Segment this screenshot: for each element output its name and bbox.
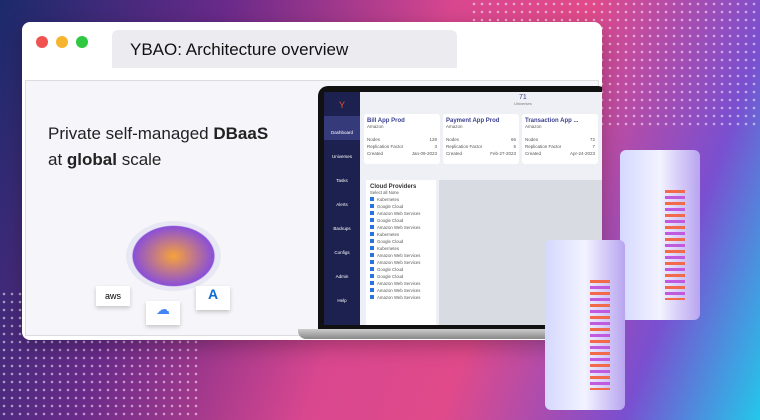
hero-headline: Private self-managed DBaaS at global sca… [48, 124, 269, 169]
database-illustration [126, 221, 221, 291]
provider-checkbox[interactable]: Google Cloud [370, 218, 432, 223]
provider-checkbox[interactable]: Kubernetes [370, 197, 432, 202]
hero-image: Private self-managed DBaaS at global sca… [25, 80, 602, 339]
provider-checkbox[interactable]: Amazon Web Services [370, 260, 432, 265]
provider-checkbox[interactable]: Amazon Web Services [370, 253, 432, 258]
provider-checkbox[interactable]: Kubernetes [370, 246, 432, 251]
sidebar-item-backups[interactable]: Backups [333, 226, 351, 231]
select-all-link[interactable]: Select all None [370, 190, 399, 195]
laptop-base [298, 329, 602, 339]
cloud-providers-panel: Cloud Providers Select all None Kubernet… [366, 180, 436, 325]
server-illustration [620, 150, 700, 320]
server-lights [590, 280, 610, 390]
provider-checkbox[interactable]: Google Cloud [370, 204, 432, 209]
google-cloud-logo: ☁ [146, 301, 180, 325]
maximize-button[interactable] [76, 36, 88, 48]
sidebar-item-alerts[interactable]: Alerts [336, 202, 348, 207]
logo-icon: Y [338, 100, 345, 110]
sidebar-item-configs[interactable]: Configs [334, 250, 350, 255]
sidebar: Y Dashboard Universes Tasks Alerts Backu… [324, 92, 360, 325]
provider-checkbox[interactable]: Amazon Web Services [370, 225, 432, 230]
provider-checkbox[interactable]: Google Cloud [370, 274, 432, 279]
provider-checkbox[interactable]: Kubernetes [370, 232, 432, 237]
provider-checkbox[interactable]: Google Cloud [370, 267, 432, 272]
provider-checkbox[interactable]: Google Cloud [370, 239, 432, 244]
close-button[interactable] [36, 36, 48, 48]
provider-checkbox[interactable]: Amazon Web Services [370, 295, 432, 300]
provider-checkbox[interactable]: Amazon Web Services [370, 211, 432, 216]
sidebar-item-help[interactable]: Help [337, 298, 347, 303]
azure-logo: A [196, 286, 230, 310]
server-illustration [545, 240, 625, 410]
provider-checkbox[interactable]: Amazon Web Services [370, 281, 432, 286]
sidebar-item-universes[interactable]: Universes [331, 154, 352, 159]
tab-title[interactable]: YBAO: Architecture overview [112, 30, 457, 68]
laptop: Y Dashboard Universes Tasks Alerts Backu… [318, 86, 602, 331]
provider-checkbox[interactable]: Amazon Web Services [370, 288, 432, 293]
browser-window: YBAO: Architecture overview Private self… [22, 22, 602, 340]
minimize-button[interactable] [56, 36, 68, 48]
server-lights [665, 190, 685, 300]
sidebar-item-tasks[interactable]: Tasks [336, 178, 348, 183]
aws-logo: aws [96, 286, 130, 306]
sidebar-item-dashboard[interactable]: Dashboard [324, 116, 360, 140]
sidebar-item-admin[interactable]: Admin [335, 274, 349, 279]
